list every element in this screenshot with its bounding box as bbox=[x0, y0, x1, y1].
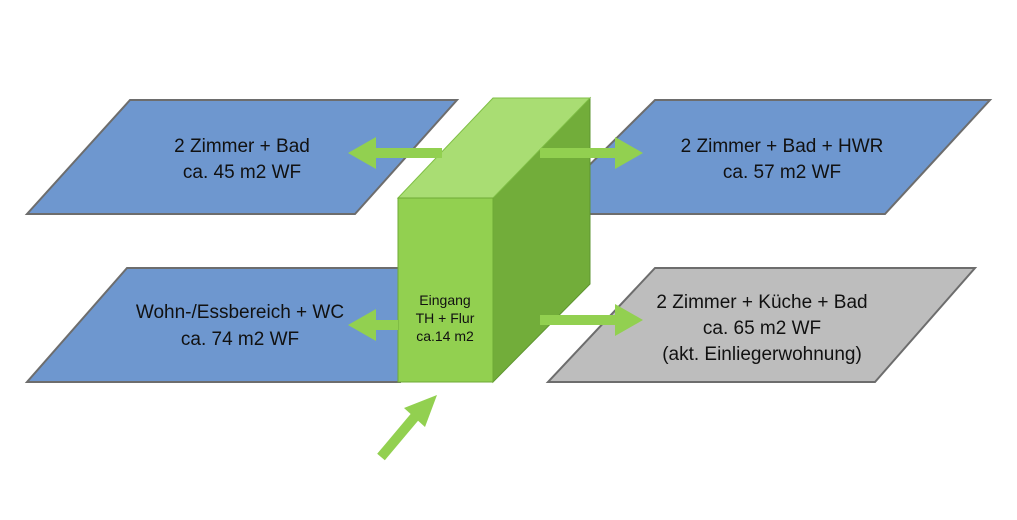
core-label-line1: Eingang bbox=[419, 292, 470, 308]
room-panel-bottom-left bbox=[24, 267, 401, 383]
room-panel-top-left bbox=[24, 99, 460, 215]
arrow-to-bottom-left bbox=[348, 309, 398, 341]
room-bottom-right-line2: ca. 65 m2 WF bbox=[703, 318, 821, 339]
room-top-left-line2: ca. 45 m2 WF bbox=[183, 162, 301, 183]
room-top-right-line1: 2 Zimmer + Bad + HWR bbox=[681, 136, 884, 157]
arrow-to-bottom-right bbox=[540, 304, 643, 336]
core-label-line2: TH + Flur bbox=[416, 310, 475, 326]
arrow-to-top-left bbox=[348, 137, 442, 169]
room-bottom-right-line1: 2 Zimmer + Küche + Bad bbox=[656, 292, 867, 313]
room-top-right-line2: ca. 57 m2 WF bbox=[723, 162, 841, 183]
core-label-line3: ca.14 m2 bbox=[416, 328, 474, 344]
room-bottom-right-line3: (akt. Einliegerwohnung) bbox=[662, 344, 862, 365]
room-panel-bottom-right bbox=[545, 267, 978, 383]
core-box-front bbox=[397, 197, 494, 383]
room-bottom-left-line2: ca. 74 m2 WF bbox=[181, 329, 299, 350]
room-top-left-line1: 2 Zimmer + Bad bbox=[174, 136, 310, 157]
entrance-arrow bbox=[377, 395, 437, 461]
room-bottom-left-line1: Wohn-/Essbereich + WC bbox=[136, 302, 344, 323]
arrow-to-top-right bbox=[540, 137, 643, 169]
